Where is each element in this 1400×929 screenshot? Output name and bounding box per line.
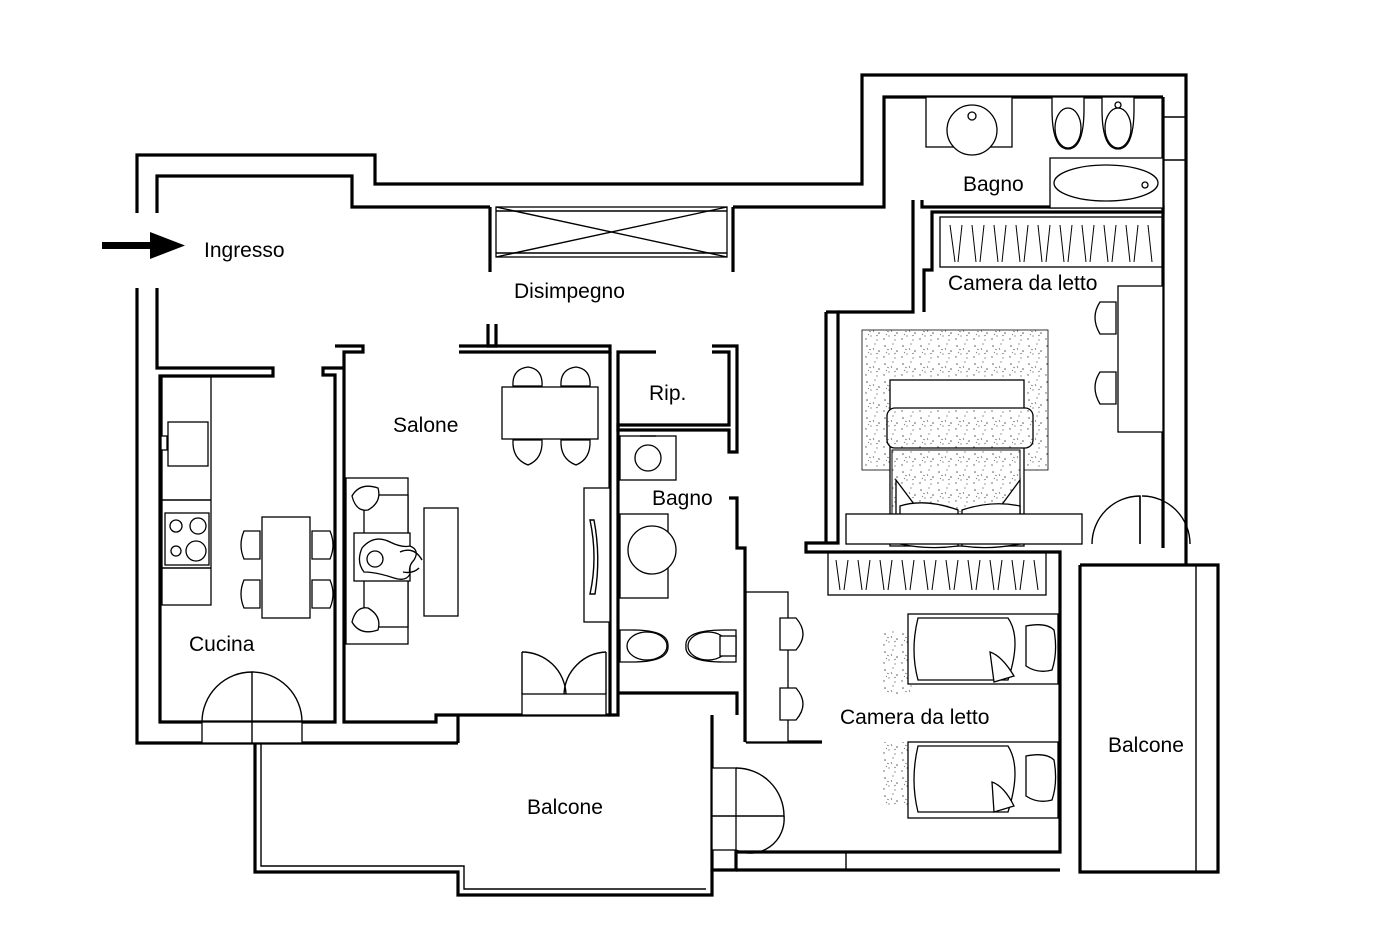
label-disimpegno: Disimpegno — [514, 280, 625, 303]
corridor-window — [495, 206, 728, 258]
bathroom-mid-furniture — [619, 435, 737, 663]
kitchen-furniture — [160, 376, 334, 744]
label-rip: Rip. — [649, 382, 686, 405]
label-bagno-mid: Bagno — [652, 487, 713, 510]
bathroom-top-furniture — [925, 96, 1186, 209]
label-bagno-top: Bagno — [963, 173, 1024, 196]
label-camera-bottom: Camera da letto — [840, 706, 989, 729]
bedroom-bottom-furniture — [711, 552, 1060, 872]
walls — [135, 73, 1220, 897]
label-balcone-bottom: Balcone — [527, 796, 603, 819]
label-cucina: Cucina — [189, 633, 255, 656]
label-balcone-right: Balcone — [1108, 734, 1184, 757]
arrow-right-icon — [102, 232, 185, 259]
label-camera-top: Camera da letto — [948, 272, 1097, 295]
label-ingresso: Ingresso — [204, 239, 285, 262]
room-labels: Ingresso Disimpegno Bagno Camera da lett… — [189, 173, 1184, 819]
bedroom-top-furniture — [845, 216, 1191, 549]
living-room-furniture — [345, 366, 611, 716]
label-salone: Salone — [393, 414, 458, 437]
